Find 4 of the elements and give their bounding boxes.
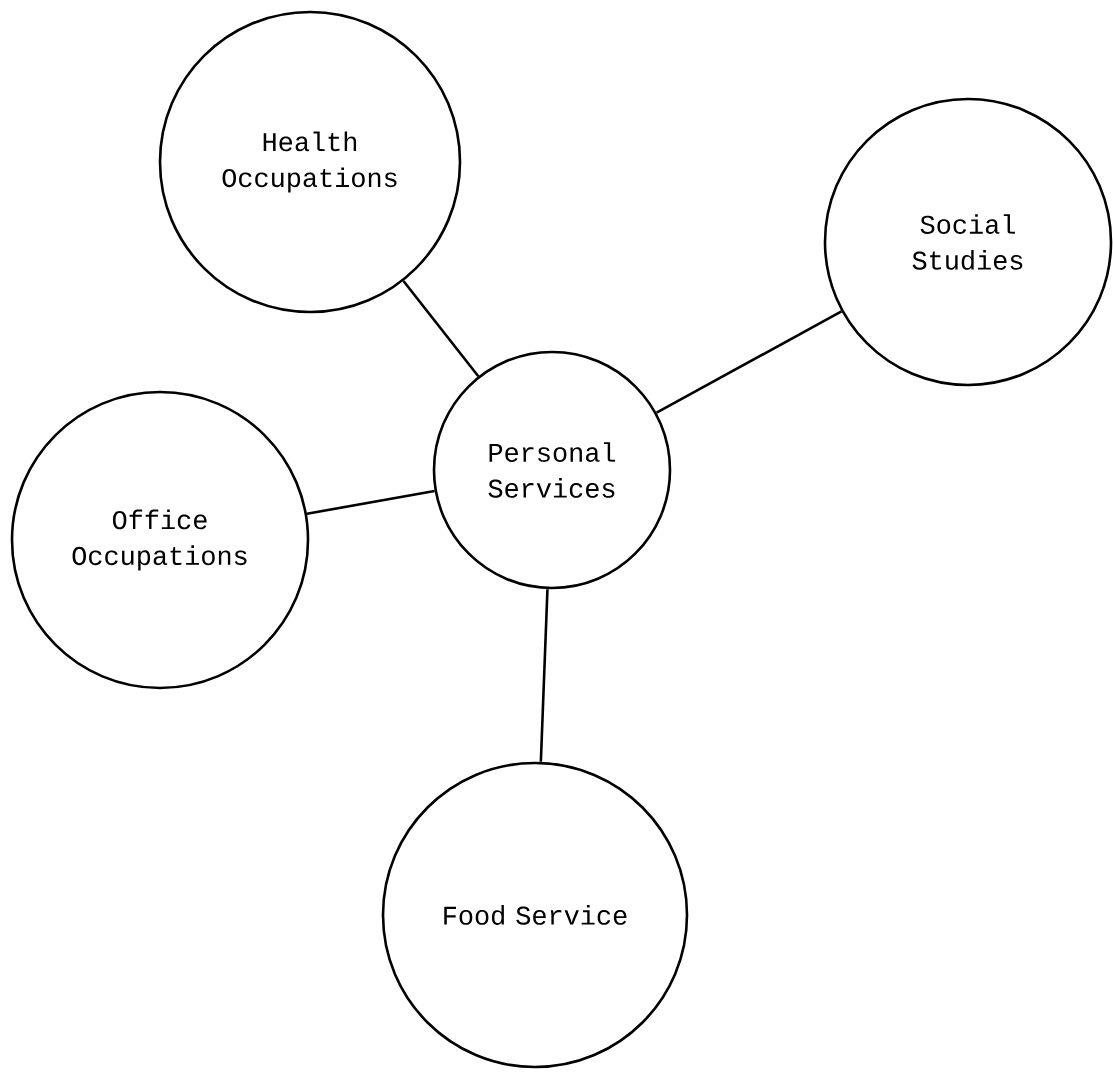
connector-line xyxy=(402,280,480,377)
connector-line xyxy=(306,489,435,516)
connector-line xyxy=(539,589,549,762)
connector-line xyxy=(656,310,843,414)
